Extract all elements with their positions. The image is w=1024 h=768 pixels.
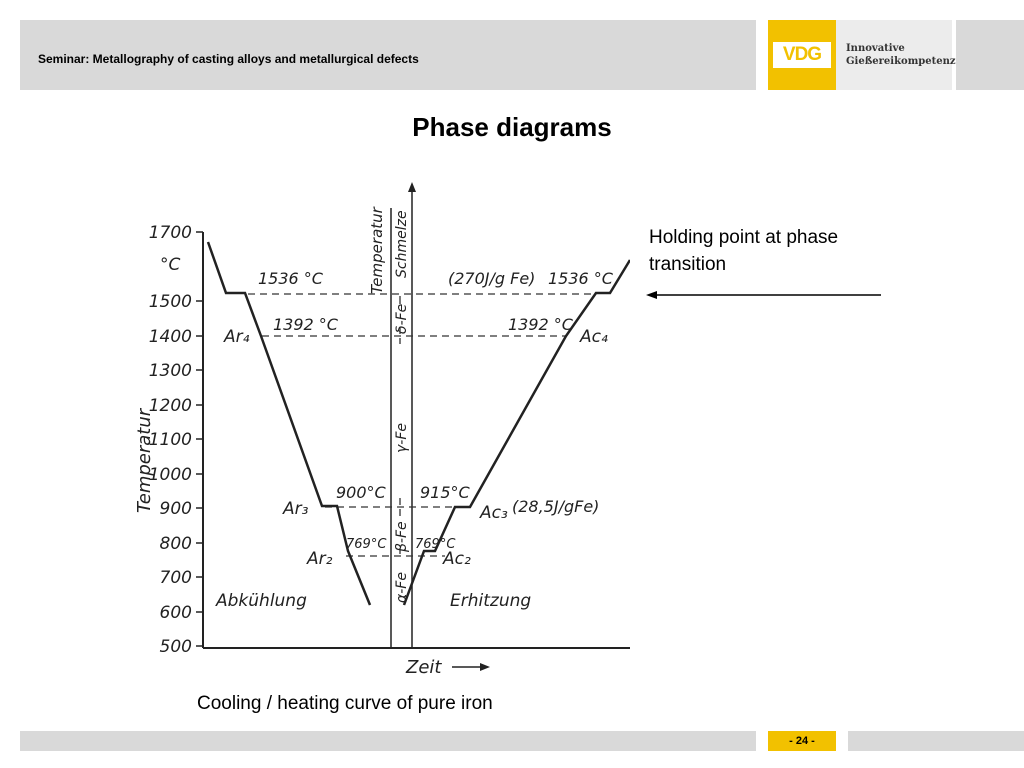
y-tick-label: 1300 xyxy=(149,361,192,381)
logo-word: VDG xyxy=(773,42,831,68)
cooling-curve xyxy=(206,241,372,606)
phase-label-gamma: γ-Fe xyxy=(394,423,410,453)
marker-ac3: Ac₃ xyxy=(479,503,508,523)
header-band: Seminar: Metallography of casting alloys… xyxy=(20,20,756,90)
y-tick-label: 1400 xyxy=(149,327,192,347)
heating-label: Erhitzung xyxy=(450,591,531,611)
y-ticks xyxy=(196,231,203,647)
y-tick-label: 800 xyxy=(160,534,192,554)
cooling-label: Abkühlung xyxy=(215,591,307,611)
y-tick-label: 700 xyxy=(160,568,192,588)
logo-tagline-2: Gießereikompetenz xyxy=(846,56,956,67)
marker-ac2: Ac₂ xyxy=(442,549,471,569)
holding-point-note: Holding point at phase transition xyxy=(649,227,839,275)
marker-ar4: Ar₄ xyxy=(223,327,250,347)
right-energy-melt: (270J/g Fe) xyxy=(448,269,535,288)
marker-ac4: Ac₄ xyxy=(579,327,608,347)
left-temp-900: 900°C xyxy=(336,483,387,502)
reference-lines xyxy=(248,293,596,557)
right-energy-c3: (28,5J/gFe) xyxy=(512,497,599,516)
phase-label-beta: β-Fe xyxy=(394,521,410,553)
right-temp-1392: 1392 °C xyxy=(508,315,574,334)
phase-label-melt: Schmelze xyxy=(394,210,410,278)
y-tick-label: 1500 xyxy=(149,292,192,312)
y-unit: °C xyxy=(160,255,181,275)
x-axis-title: Zeit xyxy=(405,657,442,678)
logo-tagline: Innovative Gießereikompetenz xyxy=(846,42,956,68)
center-axis-title: Temperatur xyxy=(368,206,386,294)
phase-label-delta: δ-Fe xyxy=(394,304,410,334)
right-temp-915: 915°C xyxy=(420,483,471,502)
diagram-caption: Cooling / heating curve of pure iron xyxy=(197,693,493,714)
heating-curve xyxy=(402,259,630,606)
y-tick-label: 900 xyxy=(160,499,192,519)
x-axis-arrow-head xyxy=(480,663,490,671)
vdg-logo: VDG Innovative Gießereikompetenz xyxy=(768,20,956,90)
cooling-heating-diagram: 1700 1500 1400 1300 1200 1100 1000 900 8… xyxy=(134,182,630,678)
center-axis-arrow xyxy=(408,182,416,192)
y-axis-title: Temperatur xyxy=(134,407,155,513)
page-title: Phase diagrams xyxy=(412,112,612,142)
marker-ar2: Ar₂ xyxy=(306,549,333,569)
marker-ar3: Ar₃ xyxy=(282,499,309,519)
page-number: - 24 - xyxy=(768,731,836,751)
left-temp-1536: 1536 °C xyxy=(258,269,324,288)
footer-band-right xyxy=(848,731,1024,751)
y-tick-label: 500 xyxy=(160,637,192,657)
right-temp-769: 769°C xyxy=(415,537,456,552)
logo-tagline-1: Innovative xyxy=(846,43,905,54)
y-tick-label: 1000 xyxy=(149,465,192,485)
y-tick-label: 600 xyxy=(160,603,192,623)
y-tick-label: 1700 xyxy=(149,223,192,243)
right-temp-1536: 1536 °C xyxy=(548,269,614,288)
seminar-title: Seminar: Metallography of casting alloys… xyxy=(38,52,419,66)
y-tick-label: 1100 xyxy=(149,430,192,450)
footer-band-left xyxy=(20,731,756,751)
y-tick-label: 1200 xyxy=(149,396,192,416)
logo-badge: VDG xyxy=(768,20,836,90)
note-arrow xyxy=(646,291,881,299)
header-right-strip xyxy=(956,20,1024,90)
left-temp-769: 769°C xyxy=(346,537,387,552)
left-temp-1392: 1392 °C xyxy=(273,315,339,334)
phase-label-alpha: α-Fe xyxy=(394,572,410,603)
